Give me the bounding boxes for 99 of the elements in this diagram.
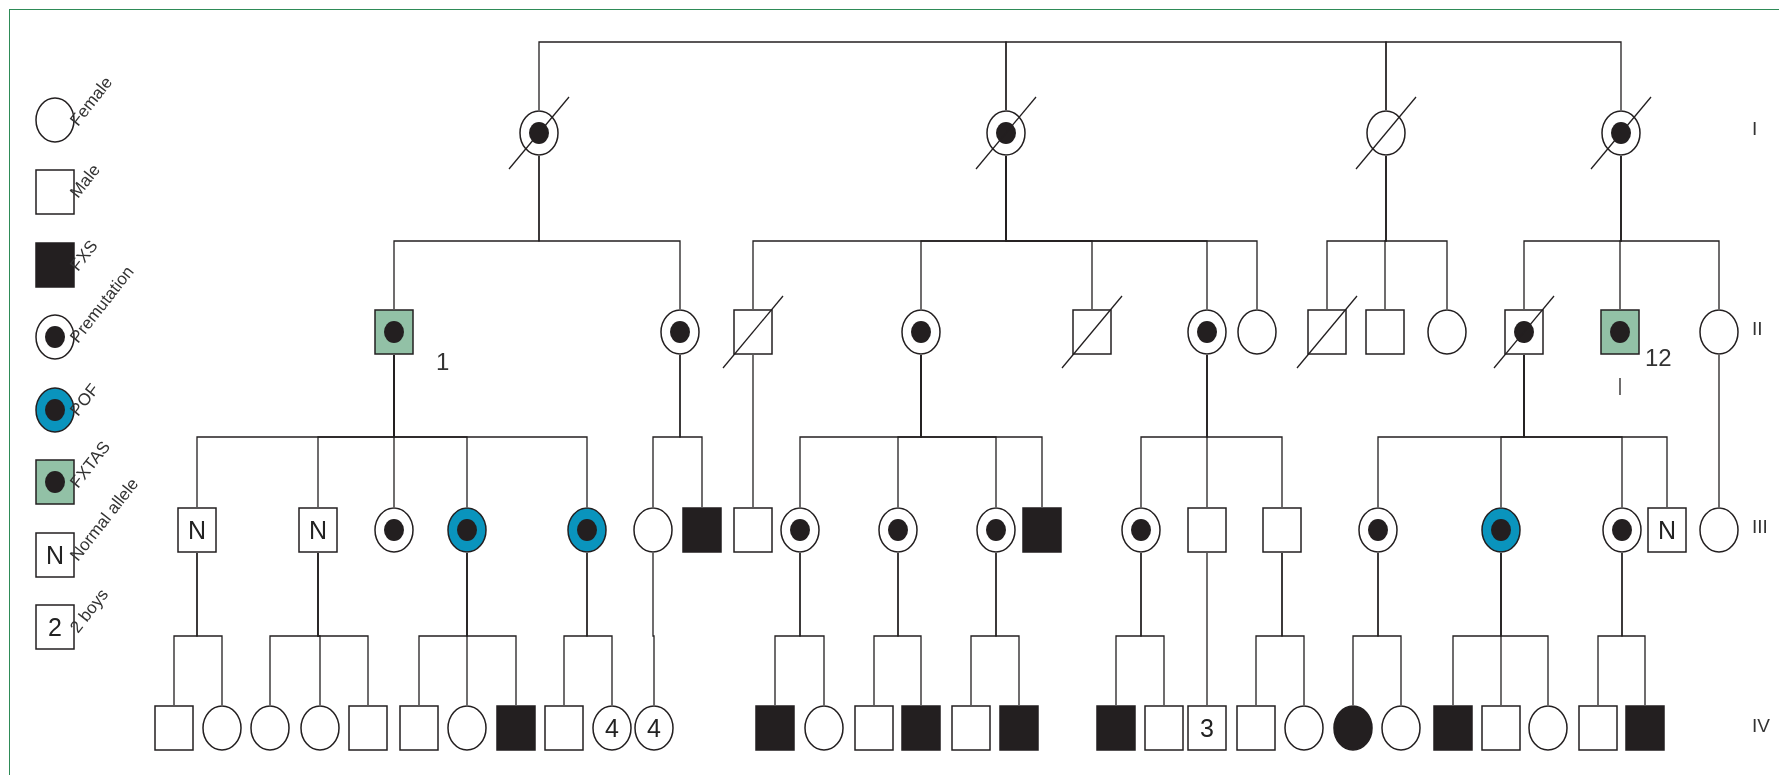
male-symbol xyxy=(1262,507,1302,553)
generation-label: III xyxy=(1752,516,1768,538)
carrier-female-symbol xyxy=(660,309,700,355)
female-symbol xyxy=(1699,507,1739,553)
carrier-female-symbol xyxy=(519,110,559,156)
male-symbol xyxy=(1578,705,1618,751)
affected-male-symbol xyxy=(682,507,722,553)
carrier-female-symbol xyxy=(1358,507,1398,553)
male-symbol xyxy=(544,705,584,751)
male-symbol xyxy=(348,705,388,751)
carrier-female-symbol xyxy=(374,507,414,553)
female-symbol xyxy=(804,705,844,751)
pedigree-line xyxy=(1385,41,1622,111)
pedigree-line xyxy=(1005,41,1387,111)
pedigree-line xyxy=(538,155,681,310)
pedigree-line xyxy=(1206,354,1283,508)
fxtas-male-symbol xyxy=(1600,309,1640,355)
pedigree-line xyxy=(1281,552,1305,706)
pedigree-line xyxy=(196,552,223,706)
male-symbol xyxy=(1307,309,1347,355)
male-symbol xyxy=(733,507,773,553)
pof-female-symbol xyxy=(1481,507,1521,553)
female-symbol xyxy=(1284,705,1324,751)
carrier-female-symbol xyxy=(901,309,941,355)
pedigree-line xyxy=(1377,552,1402,706)
individual-number: 12 xyxy=(1645,344,1672,372)
individual-number: 1 xyxy=(436,348,450,376)
female-symbol xyxy=(1528,705,1568,751)
affected-male-symbol xyxy=(755,705,795,751)
male-symbol xyxy=(854,705,894,751)
female-symbol xyxy=(1237,309,1277,355)
pedigree-line xyxy=(679,354,703,508)
carrier-female-symbol xyxy=(780,507,820,553)
pedigree-line xyxy=(1206,552,1208,706)
pedigree-line xyxy=(920,354,1043,508)
pof-female-symbol xyxy=(567,507,607,553)
pedigree-line xyxy=(1385,155,1448,310)
pedigree-line xyxy=(897,552,922,706)
female-symbol xyxy=(1427,309,1467,355)
male-symbol xyxy=(1481,705,1521,751)
affected-male-symbol xyxy=(901,705,941,751)
affected-male-symbol xyxy=(1096,705,1136,751)
female-symbol: 4 xyxy=(592,705,632,751)
male-symbol: 3 xyxy=(1187,705,1227,751)
female-symbol xyxy=(202,705,242,751)
pedigree-line xyxy=(1620,155,1720,310)
pedigree-line xyxy=(538,41,1007,111)
carrier-female-symbol xyxy=(1601,110,1641,156)
male-symbol xyxy=(951,705,991,751)
female-symbol xyxy=(1699,309,1739,355)
male-symbol xyxy=(733,309,773,355)
pedigree-line xyxy=(466,552,517,706)
pedigree-line xyxy=(752,354,754,508)
pedigree-line xyxy=(393,354,588,508)
pedigree-line xyxy=(1523,354,1668,508)
affected-male-symbol xyxy=(1625,705,1665,751)
male-symbol: N xyxy=(1647,507,1687,553)
affected-male-symbol xyxy=(999,705,1039,751)
affected-male-symbol xyxy=(1433,705,1473,751)
carrier-female-symbol xyxy=(986,110,1026,156)
affected-female-symbol xyxy=(1333,705,1373,751)
male-symbol xyxy=(1236,705,1276,751)
fxtas-male-symbol xyxy=(374,309,414,355)
male-symbol xyxy=(1365,309,1405,355)
carrier-female-symbol xyxy=(878,507,918,553)
carrier-female-symbol xyxy=(1121,507,1161,553)
carrier-male-symbol xyxy=(1504,309,1544,355)
generation-label: IV xyxy=(1752,715,1770,737)
male-symbol xyxy=(154,705,194,751)
female-symbol xyxy=(447,705,487,751)
female-symbol xyxy=(633,507,673,553)
generation-label: II xyxy=(1752,318,1763,340)
pof-female-symbol xyxy=(447,507,487,553)
pedigree-line xyxy=(1500,552,1549,706)
carrier-female-symbol xyxy=(1187,309,1227,355)
pedigree-line xyxy=(1621,552,1646,706)
affected-male-symbol xyxy=(496,705,536,751)
pedigree-line xyxy=(1140,552,1165,706)
female-symbol xyxy=(250,705,290,751)
male-symbol: N xyxy=(298,507,338,553)
male-symbol xyxy=(1187,507,1227,553)
female-symbol xyxy=(1381,705,1421,751)
carrier-female-symbol xyxy=(976,507,1016,553)
generation-label: I xyxy=(1752,118,1758,140)
male-symbol: N xyxy=(177,507,217,553)
male-symbol xyxy=(1072,309,1112,355)
female-symbol: 4 xyxy=(634,705,674,751)
female-symbol xyxy=(300,705,340,751)
pedigree-line xyxy=(995,552,1020,706)
female-symbol xyxy=(1366,110,1406,156)
carrier-female-symbol xyxy=(1602,507,1642,553)
pedigree-line xyxy=(1718,354,1720,508)
male-symbol xyxy=(399,705,439,751)
pedigree-line xyxy=(586,552,613,706)
male-symbol xyxy=(1144,705,1184,751)
affected-male-symbol xyxy=(1022,507,1062,553)
pedigree-line xyxy=(799,552,825,706)
pedigree-line xyxy=(317,552,369,706)
pedigree-line xyxy=(652,552,655,706)
